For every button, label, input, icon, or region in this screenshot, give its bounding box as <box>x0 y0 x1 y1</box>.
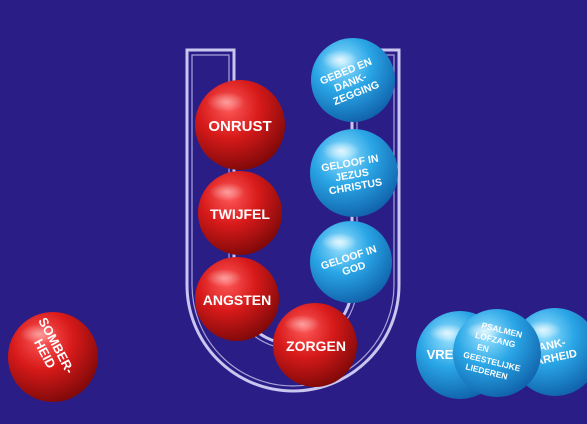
ball-gebed: GEBED EN DANK- ZEGGING <box>311 38 395 122</box>
ball-psalmen: PSALMEN LOFZANG EN GEESTELIJKE LIEDEREN <box>453 309 541 397</box>
dankbaarheid-line-1: ANK- <box>537 337 567 355</box>
angsten-label: ANGSTEN <box>203 292 271 308</box>
ball-somberheid: SOMBER- HEID <box>8 312 98 402</box>
ball-onrust: ONRUST <box>195 80 285 170</box>
vrede-label: VRE <box>427 347 454 362</box>
ball-angsten: ANGSTEN <box>195 257 279 341</box>
ball-geloof-jezus: GELOOF IN JEZUS CHRISTUS <box>310 129 398 217</box>
psalmen-line-3: EN <box>476 342 490 355</box>
geloof-jezus-line-2: JEZUS <box>334 166 369 184</box>
u-tube <box>185 48 401 393</box>
zorgen-label: ZORGEN <box>286 338 346 354</box>
ball-zorgen: ZORGEN <box>273 303 357 387</box>
ball-twijfel: TWIJFEL <box>198 171 282 255</box>
ball-geloof-god: GELOOF IN GOD <box>310 221 392 303</box>
twijfel-label: TWIJFEL <box>210 206 270 222</box>
onrust-label: ONRUST <box>208 118 271 135</box>
